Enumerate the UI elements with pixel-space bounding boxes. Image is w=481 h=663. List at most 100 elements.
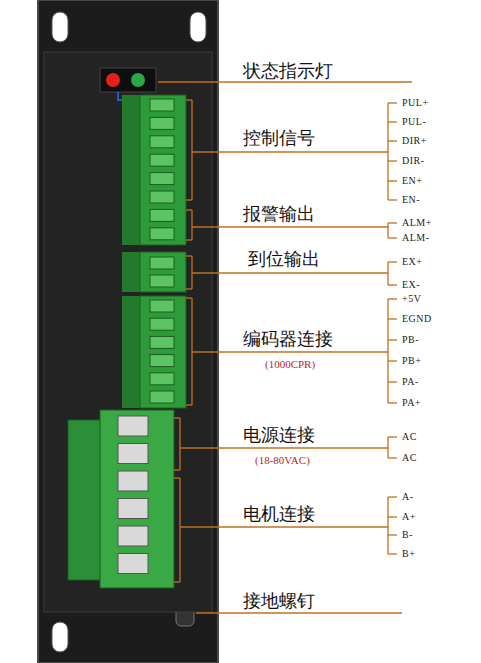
terminal-pin	[150, 355, 174, 367]
pin-label: EN+	[402, 175, 422, 187]
terminal-pin	[150, 336, 174, 348]
pin-label: PA+	[402, 397, 421, 409]
callout-label: 接地螺钉	[243, 591, 315, 612]
power-terminal-base	[68, 420, 102, 580]
terminal-pin	[118, 471, 148, 491]
callout-label: 控制信号	[243, 128, 315, 149]
leader-line	[186, 199, 192, 200]
leader-line	[388, 381, 397, 382]
leader-line	[388, 457, 397, 458]
pin-label: PUL+	[402, 97, 429, 109]
leader-line	[388, 222, 397, 223]
leader-line	[388, 199, 397, 200]
callout-label: 电源连接	[243, 425, 315, 446]
pin-label: EGND	[402, 313, 432, 325]
leader-line	[192, 226, 388, 227]
leader-line	[191, 100, 192, 200]
terminal-blocks	[68, 95, 186, 588]
terminal-pin	[150, 154, 174, 166]
leader-line	[387, 103, 388, 200]
pin-label: PB+	[402, 355, 421, 367]
pin-label: EX-	[402, 279, 420, 291]
leader-line	[388, 402, 397, 403]
leader-line	[186, 239, 192, 240]
leader-line	[388, 284, 397, 285]
leader-line	[186, 209, 192, 210]
encoder-terminal	[140, 296, 186, 408]
leader-line	[192, 272, 388, 273]
terminal-pin	[150, 136, 174, 148]
terminal-base	[122, 252, 142, 292]
leader-line	[179, 478, 180, 582]
terminal-pin	[150, 209, 174, 221]
terminal-pin	[150, 228, 174, 240]
pin-label: DIR+	[402, 135, 427, 147]
leader-line	[174, 417, 180, 418]
terminal-base	[122, 296, 142, 408]
leader-line	[388, 516, 397, 517]
leader-line	[388, 436, 397, 437]
pin-label: PA-	[402, 376, 419, 388]
leader-line	[387, 262, 388, 285]
terminal-pin	[118, 444, 148, 464]
leader-line	[192, 351, 388, 352]
leader-line	[186, 99, 192, 100]
leader-line	[186, 297, 192, 298]
leader-line	[388, 261, 397, 262]
leader-line	[388, 121, 397, 122]
leader-line	[180, 447, 388, 448]
terminal-pin	[118, 416, 148, 436]
callout-label: 报警输出	[243, 204, 315, 225]
pin-label: ALM-	[402, 232, 430, 244]
pin-label: EN-	[402, 194, 420, 206]
leader-line	[387, 299, 388, 403]
terminal-pin	[118, 499, 148, 519]
leader-line	[180, 526, 388, 527]
leader-line	[174, 477, 180, 478]
spec-note: (1000CPR)	[265, 358, 315, 371]
pin-label: PUL-	[402, 116, 426, 128]
pin-label: A-	[402, 491, 414, 503]
front-panel	[44, 52, 212, 612]
leader-line	[388, 160, 397, 161]
terminal-pin	[150, 275, 174, 287]
control-terminal	[140, 95, 186, 245]
leader-line	[186, 404, 192, 405]
terminal-pin	[150, 391, 174, 403]
leader-line	[388, 237, 397, 238]
leader-line	[174, 469, 180, 470]
callout-label: 状态指示灯	[243, 61, 333, 82]
driver-housing	[38, 0, 218, 663]
leader-line	[388, 339, 397, 340]
leader-line	[388, 496, 397, 497]
pin-label: AC	[402, 431, 417, 443]
mount-slot	[52, 622, 68, 652]
leader-line	[387, 497, 388, 554]
leader-line	[388, 180, 397, 181]
leader-line	[186, 288, 192, 289]
leader-line	[388, 298, 397, 299]
callout-label: 到位输出	[248, 249, 320, 270]
leader-line	[191, 210, 192, 240]
red-led	[106, 73, 120, 87]
leader-line	[174, 581, 180, 582]
leader-line	[388, 318, 397, 319]
mount-slot	[190, 12, 206, 42]
callout-label: 编码器连接	[243, 329, 333, 350]
green-led	[131, 73, 145, 87]
terminal-pin	[150, 99, 174, 111]
leader-line	[388, 360, 397, 361]
terminal-pin	[150, 257, 174, 269]
leader-line	[192, 151, 388, 152]
pin-label: PB-	[402, 334, 419, 346]
terminal-pin	[118, 526, 148, 546]
pin-label: B+	[402, 548, 415, 560]
pin-label: +5V	[402, 293, 421, 305]
terminal-pin	[150, 318, 174, 330]
pin-label: AC	[402, 452, 417, 464]
terminal-pin	[150, 300, 174, 312]
leader-line	[388, 534, 397, 535]
leader-line	[186, 255, 192, 256]
pin-label: B-	[402, 529, 413, 541]
pin-label: DIR-	[402, 155, 425, 167]
